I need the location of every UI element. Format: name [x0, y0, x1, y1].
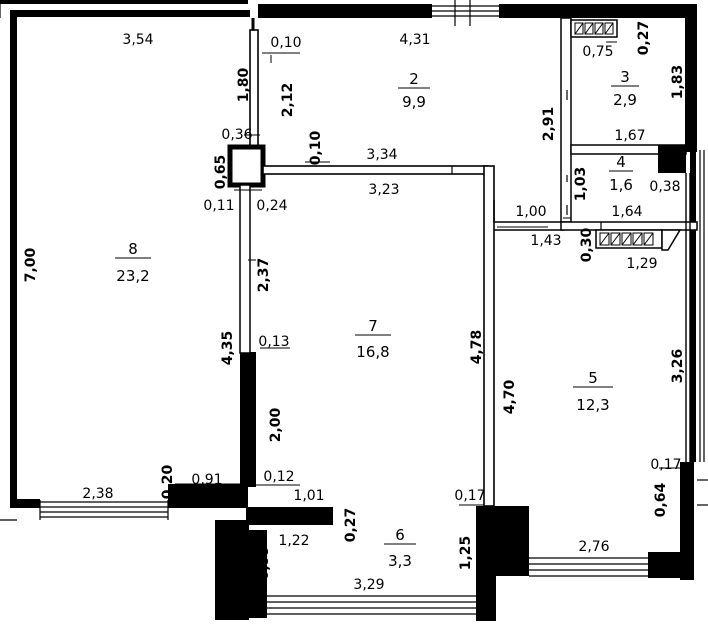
room-8-label: 8 23,2	[115, 240, 151, 285]
dim-label: 0,24	[256, 198, 287, 214]
dim-label: 2,91	[541, 107, 557, 142]
dim-label: 1,67	[614, 128, 645, 144]
dim-label: 3,34	[366, 147, 397, 163]
dim-label: 2,76	[578, 539, 609, 555]
svg-text:3: 3	[620, 68, 630, 86]
dim-label: 1,01	[293, 488, 324, 504]
dimension-labels-vertical: 0,27 1,80 2,12 1,83 2,91 0,10 0,65 1,03 …	[23, 21, 686, 581]
room-4-label: 4 1,6	[609, 153, 633, 194]
dim-label: 1,25	[458, 536, 474, 571]
svg-text:12,3: 12,3	[576, 396, 609, 414]
dim-label: 4,35	[220, 331, 236, 366]
dim-label: 0,17	[650, 457, 681, 473]
dim-label: 0,12	[263, 469, 294, 485]
dim-label: 0,27	[343, 508, 359, 543]
dim-label: 3,26	[670, 349, 686, 384]
dim-label: 0,91	[191, 472, 222, 488]
svg-text:5: 5	[588, 369, 598, 387]
dim-label: 7,00	[23, 247, 39, 282]
svg-text:2: 2	[409, 70, 419, 88]
room-5-label: 5 12,3	[573, 369, 613, 414]
dim-label: 0,10	[308, 130, 324, 165]
svg-text:7: 7	[368, 317, 378, 335]
dim-label: 0,27	[636, 21, 652, 56]
dim-label: 1,80	[236, 67, 252, 102]
bathroom-fixture-hatch	[574, 22, 614, 35]
dim-label: 1,00	[515, 204, 546, 220]
svg-text:8: 8	[128, 240, 138, 258]
dimension-leaders	[175, 41, 686, 512]
dim-label: 0,30	[579, 227, 595, 262]
dim-label: 0,65	[213, 155, 229, 190]
dim-label: 2,00	[268, 407, 284, 442]
dim-label: 4,31	[399, 32, 430, 48]
dim-label: 0,36	[221, 127, 252, 143]
svg-text:1,6: 1,6	[609, 176, 633, 194]
dim-label: 2,12	[280, 83, 296, 118]
dim-label: 1,43	[530, 233, 561, 249]
dim-label: 0,99	[256, 546, 272, 581]
dim-label: 0,17	[454, 488, 485, 504]
room-3-label: 3 2,9	[611, 68, 639, 109]
dim-label: 0,38	[649, 179, 680, 195]
dim-label: 0,20	[160, 464, 176, 499]
room-2-label: 2 9,9	[398, 70, 430, 111]
dim-label: 1,29	[626, 256, 657, 272]
svg-text:2,9: 2,9	[613, 91, 637, 109]
windows	[39, 5, 705, 615]
svg-text:16,8: 16,8	[356, 343, 389, 361]
dim-label: 1,22	[278, 533, 309, 549]
dim-label: 1,03	[573, 167, 589, 202]
room-labels: 2 9,9 3 2,9 4 1,6 5 12,3 6 3,3 7 16,8	[115, 68, 639, 570]
dim-label: 1,83	[670, 65, 686, 100]
dimension-labels-horizontal: 3,54 0,10 4,31 0,75 0,36 3,34 1,67 3,23 …	[82, 32, 681, 593]
outer-wall-ticks	[0, 0, 708, 521]
room-6-label: 6 3,3	[384, 526, 416, 570]
interior-walls	[227, 17, 698, 507]
svg-text:9,9: 9,9	[402, 93, 426, 111]
dim-label: 0,75	[582, 44, 613, 60]
dim-label: 2,37	[256, 258, 272, 293]
dim-label: 2,38	[82, 486, 113, 502]
kitchen-counter-hatch	[599, 232, 654, 246]
dim-label: 0,10	[270, 35, 301, 51]
dim-label: 0,64	[653, 482, 669, 517]
dim-label: 4,78	[469, 330, 485, 365]
dim-label: 3,29	[353, 577, 384, 593]
svg-text:23,2: 23,2	[116, 267, 149, 285]
svg-text:4: 4	[616, 153, 626, 171]
svg-text:6: 6	[395, 526, 405, 544]
dim-label: 4,70	[502, 379, 518, 414]
dim-label: 3,23	[368, 182, 399, 198]
dim-label: 3,54	[122, 32, 153, 48]
dim-label: 0,13	[258, 334, 289, 350]
svg-text:3,3: 3,3	[388, 552, 412, 570]
exterior-walls	[0, 0, 697, 621]
room-7-label: 7 16,8	[355, 317, 391, 361]
dim-label: 1,64	[611, 204, 642, 220]
dim-label: 0,11	[203, 198, 234, 214]
